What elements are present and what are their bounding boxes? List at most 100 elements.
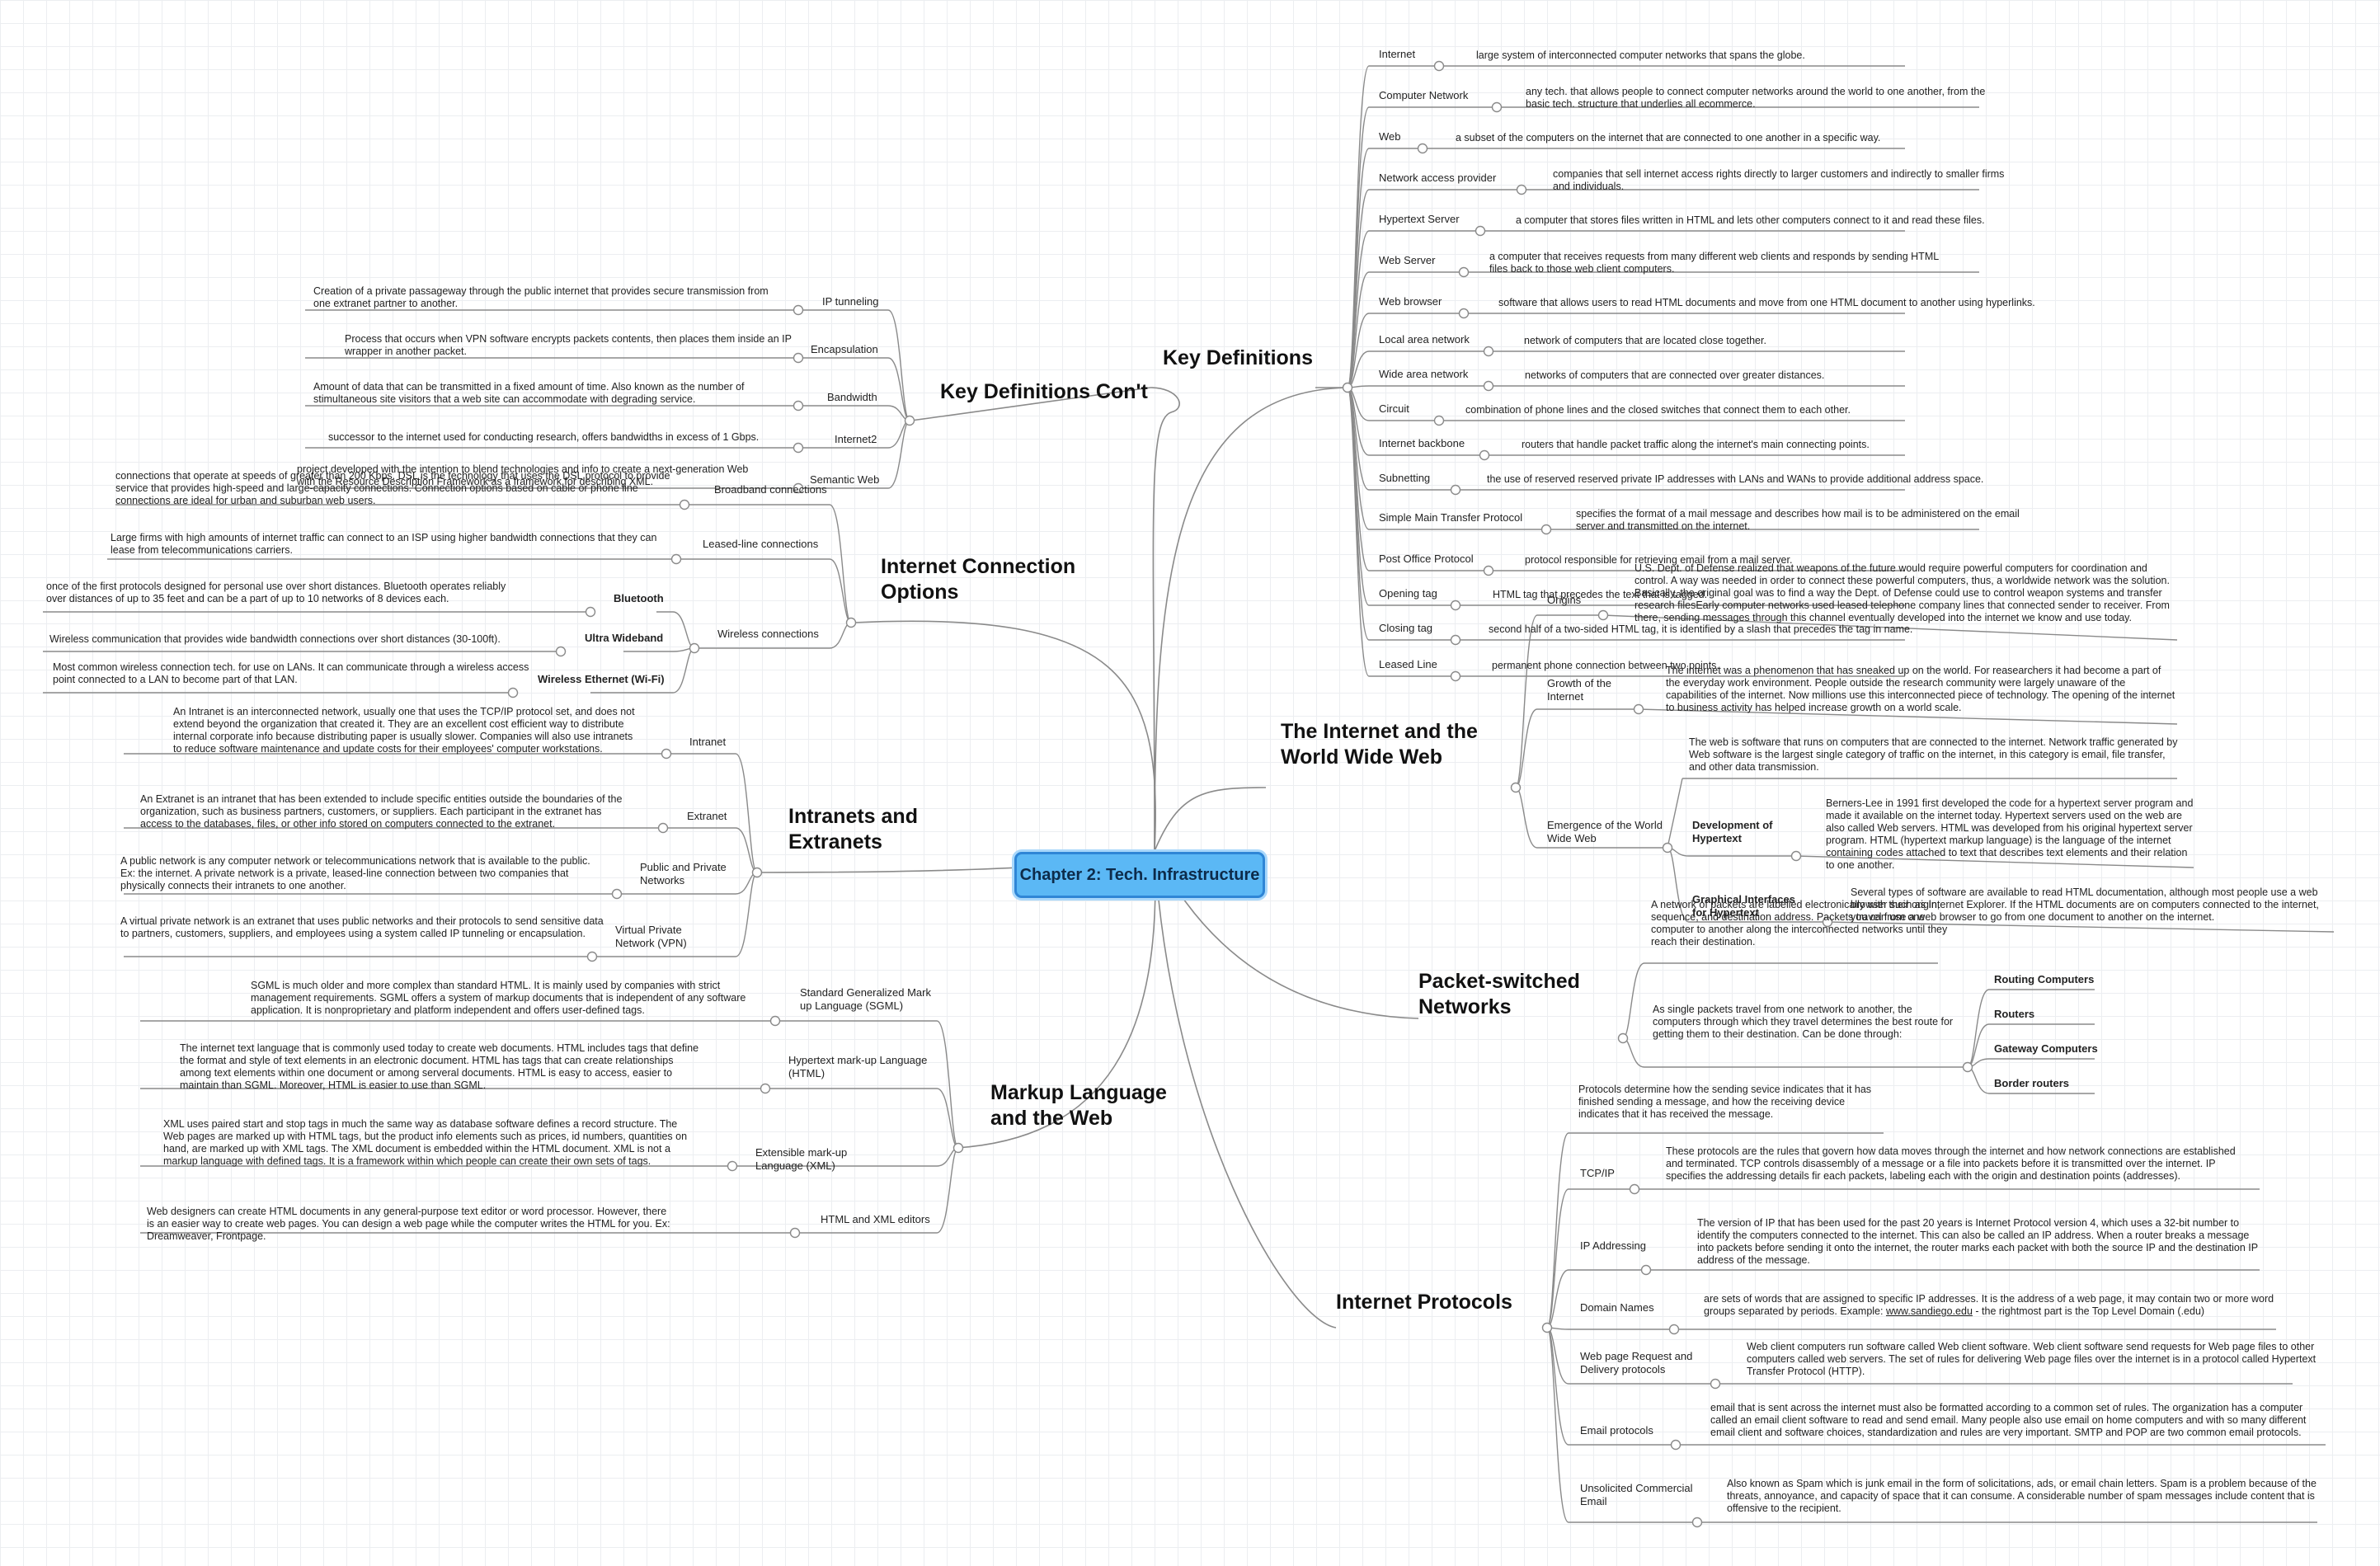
collapse-toggle[interactable]: [661, 748, 672, 759]
wireless-term[interactable]: Wireless connections: [717, 628, 819, 640]
collapse-toggle[interactable]: [793, 304, 804, 316]
collapse-toggle[interactable]: [727, 1160, 738, 1172]
key-def-term[interactable]: Network access provider: [1379, 172, 1497, 184]
key-def-cont-term[interactable]: IP tunneling: [822, 295, 879, 308]
collapse-toggle[interactable]: [1458, 266, 1470, 278]
collapse-toggle[interactable]: [751, 867, 763, 878]
collapse-toggle[interactable]: [1597, 609, 1609, 621]
key-def-term[interactable]: Post Office Protocol: [1379, 553, 1474, 565]
collapse-toggle[interactable]: [789, 1227, 801, 1239]
key-def-term[interactable]: Local area network: [1379, 333, 1470, 346]
key-def-term[interactable]: Leased Line: [1379, 658, 1437, 670]
growth-term[interactable]: Growth of the Internet: [1547, 677, 1612, 703]
collapse-toggle[interactable]: [670, 553, 682, 565]
key-def-term[interactable]: Simple Main Transfer Protocol: [1379, 511, 1523, 524]
collapse-toggle[interactable]: [760, 1083, 771, 1094]
collapse-toggle[interactable]: [1516, 184, 1527, 195]
collapse-toggle[interactable]: [1670, 1439, 1682, 1451]
collapse-toggle[interactable]: [586, 951, 598, 962]
graphical-term[interactable]: Graphical Interfaces for Hypertext: [1692, 893, 1795, 919]
key-def-cont-term[interactable]: Bandwidth: [827, 391, 877, 403]
key-def-cont-term[interactable]: Internet2: [835, 433, 877, 445]
collapse-toggle[interactable]: [904, 415, 915, 426]
key-def-term[interactable]: Opening tag: [1379, 587, 1437, 600]
collapse-toggle[interactable]: [1479, 449, 1490, 461]
collapse-toggle[interactable]: [1491, 101, 1503, 113]
protocol-term[interactable]: Domain Names: [1580, 1301, 1654, 1314]
collapse-toggle[interactable]: [1475, 225, 1486, 237]
wireless-type-term[interactable]: Bluetooth: [614, 592, 664, 604]
markup-term[interactable]: HTML and XML editors: [821, 1213, 930, 1225]
collapse-toggle[interactable]: [1450, 634, 1461, 646]
hypertext-term[interactable]: Development of Hypertext: [1692, 819, 1773, 844]
collapse-toggle[interactable]: [793, 352, 804, 364]
collapse-toggle[interactable]: [1483, 565, 1494, 576]
protocol-term[interactable]: TCP/IP: [1580, 1167, 1615, 1179]
topic-key-definitions[interactable]: Key Definitions: [1163, 346, 1313, 369]
collapse-toggle[interactable]: [555, 646, 567, 657]
root-topic[interactable]: Chapter 2: Tech. Infrastructure: [1014, 852, 1265, 898]
collapse-toggle[interactable]: [1450, 670, 1461, 682]
markup-term[interactable]: Extensible mark-up Language (XML): [755, 1146, 848, 1172]
key-def-cont-term[interactable]: Encapsulation: [811, 343, 878, 355]
collapse-toggle[interactable]: [507, 687, 519, 698]
key-def-term[interactable]: Web: [1379, 130, 1401, 143]
key-def-term[interactable]: Internet backbone: [1379, 437, 1465, 449]
collapse-toggle[interactable]: [1668, 1324, 1680, 1335]
collapse-toggle[interactable]: [1541, 1322, 1553, 1333]
key-def-cont-term[interactable]: Semantic Web: [810, 473, 880, 486]
collapse-toggle[interactable]: [1691, 1517, 1703, 1528]
collapse-toggle[interactable]: [585, 606, 596, 618]
wireless-type-term[interactable]: Wireless Ethernet (Wi-Fi): [538, 673, 665, 685]
wireless-type-term[interactable]: Ultra Wideband: [585, 632, 664, 644]
key-def-term[interactable]: Wide area network: [1379, 368, 1469, 380]
collapse-toggle[interactable]: [1790, 850, 1802, 862]
collapse-toggle[interactable]: [1417, 143, 1428, 154]
topic-key-definitions-cont[interactable]: Key Definitions Con't: [940, 380, 1148, 403]
collapse-toggle[interactable]: [679, 499, 690, 510]
protocol-term[interactable]: Web page Request and Delivery protocols: [1580, 1350, 1693, 1376]
collapse-toggle[interactable]: [1629, 1183, 1640, 1195]
collapse-toggle[interactable]: [845, 617, 857, 628]
collapse-toggle[interactable]: [1710, 1378, 1721, 1390]
key-def-term[interactable]: Internet: [1379, 48, 1416, 60]
collapse-toggle[interactable]: [793, 400, 804, 411]
collapse-toggle[interactable]: [1433, 415, 1445, 426]
key-def-term[interactable]: Hypertext Server: [1379, 213, 1460, 225]
intranet-term[interactable]: Virtual Private Network (VPN): [615, 924, 687, 949]
collapse-toggle[interactable]: [1458, 308, 1470, 319]
collapse-toggle[interactable]: [1433, 60, 1445, 72]
collapse-toggle[interactable]: [1510, 782, 1522, 793]
collapse-toggle[interactable]: [657, 822, 669, 834]
collapse-toggle[interactable]: [1342, 382, 1353, 393]
collapse-toggle[interactable]: [1617, 1032, 1629, 1044]
markup-term[interactable]: Standard Generalized Mark up Language (S…: [800, 986, 931, 1012]
collapse-toggle[interactable]: [1450, 484, 1461, 496]
broadband-term[interactable]: Broadband connections: [714, 483, 827, 496]
collapse-toggle[interactable]: [1822, 916, 1833, 928]
router-type[interactable]: Routing Computers: [1994, 973, 2095, 985]
key-def-term[interactable]: Computer Network: [1379, 89, 1469, 101]
key-def-term[interactable]: Web browser: [1379, 295, 1442, 308]
protocol-term[interactable]: IP Addressing: [1580, 1239, 1646, 1252]
key-def-term[interactable]: Subnetting: [1379, 472, 1431, 484]
collapse-toggle[interactable]: [1540, 524, 1552, 535]
key-def-term[interactable]: Closing tag: [1379, 622, 1433, 634]
topic-internet-protocols[interactable]: Internet Protocols: [1336, 1291, 1512, 1314]
router-type[interactable]: Routers: [1994, 1008, 2035, 1020]
collapse-toggle[interactable]: [611, 888, 623, 900]
collapse-toggle[interactable]: [1483, 346, 1494, 357]
protocol-term[interactable]: Unsolicited Commercial Email: [1580, 1482, 1693, 1507]
origins-term[interactable]: Origins: [1547, 594, 1582, 606]
collapse-toggle[interactable]: [1483, 380, 1494, 392]
collapse-toggle[interactable]: [793, 482, 804, 494]
collapse-toggle[interactable]: [1662, 842, 1673, 854]
emergence-term[interactable]: Emergence of the World Wide Web: [1547, 819, 1663, 844]
example-domain-link[interactable]: www.sandiego.edu: [1885, 1305, 1973, 1317]
collapse-toggle[interactable]: [769, 1015, 781, 1027]
